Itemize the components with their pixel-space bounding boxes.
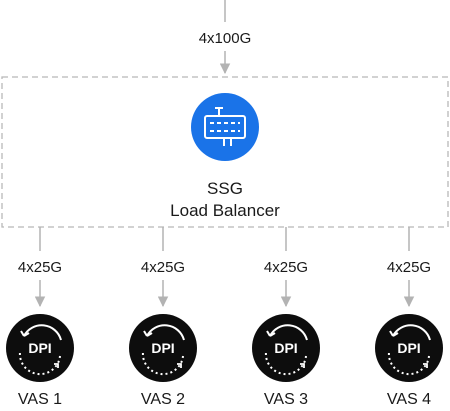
dpi-badge: DPI bbox=[28, 340, 51, 356]
load-balancer-name: SSG bbox=[207, 179, 243, 198]
load-balancer-role: Load Balancer bbox=[170, 201, 280, 220]
vas-branch-4: 4x25G DPI VAS 4 bbox=[375, 227, 443, 408]
vas-label: VAS 2 bbox=[141, 391, 185, 408]
vas-link-speed: 4x25G bbox=[141, 259, 185, 276]
vas-link-speed: 4x25G bbox=[387, 259, 431, 276]
vas-label: VAS 3 bbox=[264, 391, 308, 408]
vas-branch-1: 4x25G DPI VAS 1 bbox=[6, 227, 74, 408]
vas-branch-3: 4x25G DPI VAS 3 bbox=[252, 227, 320, 408]
uplink-connector: 4x100G bbox=[199, 0, 252, 75]
dpi-cycle-icon: DPI bbox=[375, 314, 443, 382]
vas-label: VAS 4 bbox=[387, 391, 431, 408]
dpi-badge: DPI bbox=[151, 340, 174, 356]
dpi-cycle-icon: DPI bbox=[6, 314, 74, 382]
uplink-speed-label: 4x100G bbox=[199, 30, 252, 47]
vas-branch-2: 4x25G DPI VAS 2 bbox=[129, 227, 197, 408]
load-balancer-boundary bbox=[1, 76, 449, 228]
server-rack-icon bbox=[191, 93, 259, 161]
dpi-cycle-icon: DPI bbox=[252, 314, 320, 382]
dpi-badge: DPI bbox=[274, 340, 297, 356]
dpi-badge: DPI bbox=[397, 340, 420, 356]
dpi-cycle-icon: DPI bbox=[129, 314, 197, 382]
vas-link-speed: 4x25G bbox=[18, 259, 62, 276]
vas-label: VAS 1 bbox=[18, 391, 62, 408]
vas-link-speed: 4x25G bbox=[264, 259, 308, 276]
